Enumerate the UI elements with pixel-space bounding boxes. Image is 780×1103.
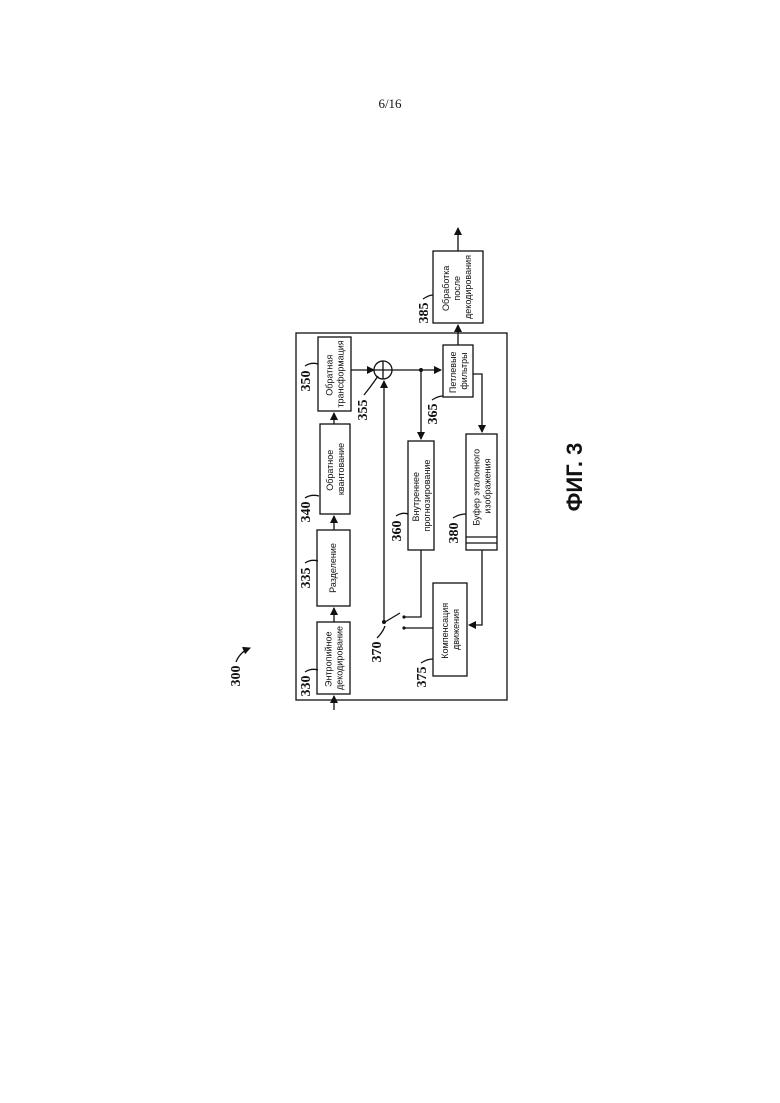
- leader-385: [423, 295, 433, 299]
- leader-380: [453, 514, 466, 518]
- ref-340: 340: [299, 502, 314, 523]
- ref-360: 360: [390, 521, 405, 542]
- partitioning-label: Разделение: [328, 543, 338, 593]
- entropy-decoding-block: [317, 622, 350, 694]
- leader-355: [364, 376, 378, 395]
- switch-370: [385, 613, 400, 622]
- figure-caption: ФИГ. 3: [562, 443, 587, 512]
- ref-350: 350: [299, 371, 314, 392]
- leader-330: [305, 669, 318, 672]
- ref-335: 335: [299, 568, 314, 589]
- ref-330: 330: [299, 676, 314, 697]
- leader-360: [396, 513, 408, 516]
- leader-375: [421, 659, 433, 663]
- inverse-quantization-label: Обратное квантование: [325, 443, 346, 495]
- leader-340: [305, 495, 319, 498]
- ref-385: 385: [417, 303, 432, 324]
- intra-prediction-label: Внутреннее прогнозирование: [411, 460, 432, 532]
- figure-label-300: 300: [229, 666, 244, 687]
- motion-compensation-label: Компенсация движения: [440, 600, 461, 658]
- ref-380: 380: [447, 523, 462, 544]
- ref-365: 365: [426, 404, 441, 425]
- switch-terminal-b: [402, 626, 405, 629]
- loop-filters-label: Петлевые фильтры: [448, 349, 469, 393]
- ref-355: 355: [356, 400, 371, 421]
- figure-label-arrow: [236, 648, 250, 662]
- inverse-transform-block: [318, 337, 351, 411]
- line-360-switch: [405, 550, 421, 617]
- switch-terminal-a: [402, 615, 405, 618]
- leader-365: [432, 396, 443, 400]
- ref-370: 370: [370, 642, 385, 663]
- motion-compensation-block: [433, 583, 467, 676]
- ref-375: 375: [415, 667, 430, 688]
- arrow-365-380: [473, 374, 482, 432]
- leader-335: [305, 560, 318, 563]
- leader-350: [305, 363, 318, 366]
- entropy-decoding-label: Энтропийное декодирование: [324, 626, 345, 690]
- arrow-380-375: [469, 550, 482, 625]
- leader-370: [377, 626, 385, 638]
